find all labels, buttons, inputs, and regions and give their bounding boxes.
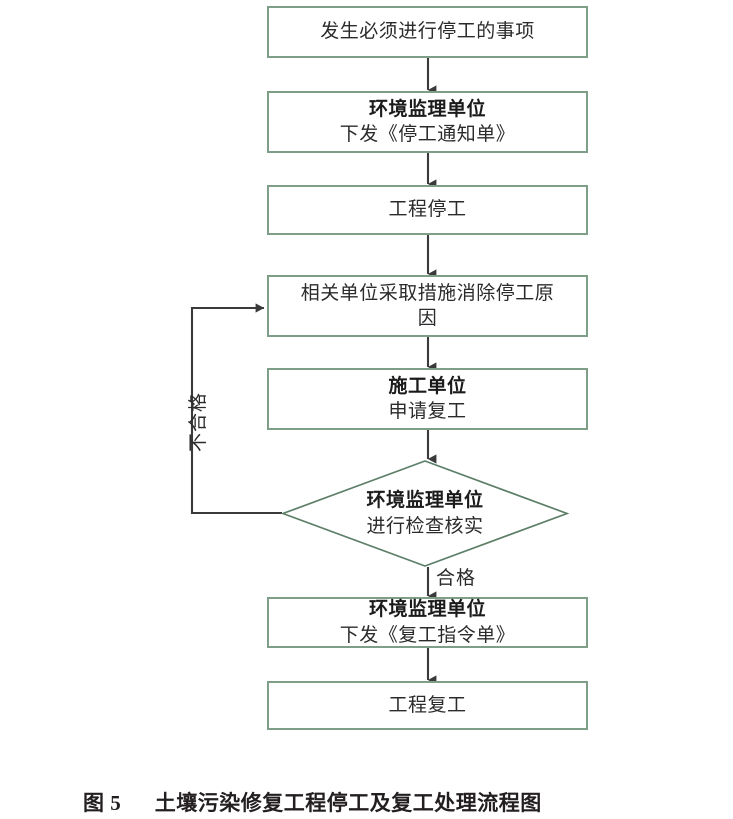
figure-caption: 图 5 土壤污染修复工程停工及复工处理流程图 xyxy=(83,787,542,817)
node-line: 发生必须进行停工的事项 xyxy=(320,21,535,43)
flow-node-incident[interactable]: 发生必须进行停工的事项 xyxy=(267,6,588,58)
edge-label-fail: 不合格 xyxy=(188,391,209,452)
node-line: 进行检查核实 xyxy=(366,515,484,537)
flow-node-issue-stop-notice[interactable]: 环境监理单位 下发《停工通知单》 xyxy=(267,91,588,153)
node-line: 环境监理单位 xyxy=(368,599,486,621)
caption-number: 图 5 xyxy=(83,791,122,815)
node-line: 工程停工 xyxy=(388,199,467,221)
node-line: 下发《停工通知单》 xyxy=(339,124,516,145)
node-line: 环境监理单位 xyxy=(366,490,484,512)
edge-label-pass: 合格 xyxy=(436,568,477,589)
flow-node-apply-resume[interactable]: 施工单位 申请复工 xyxy=(267,368,588,430)
node-line: 申请复工 xyxy=(388,401,467,422)
node-line: 下发《复工指令单》 xyxy=(339,624,516,646)
flow-node-issue-resume-order[interactable]: 环境监理单位 下发《复工指令单》 xyxy=(267,597,588,648)
node-line: 相关单位采取措施消除停工原 xyxy=(300,282,555,304)
node-line: 因 xyxy=(417,308,438,329)
flow-node-remediate-cause[interactable]: 相关单位采取措施消除停工原 因 xyxy=(267,275,588,337)
decision-label: 环境监理单位 进行检查核实 xyxy=(282,460,568,567)
node-line: 施工单位 xyxy=(388,375,467,397)
flow-node-project-resumed[interactable]: 工程复工 xyxy=(267,681,588,730)
caption-title: 土壤污染修复工程停工及复工处理流程图 xyxy=(154,791,542,815)
flow-node-project-stopped[interactable]: 工程停工 xyxy=(267,185,588,235)
flow-node-inspection-decision[interactable]: 环境监理单位 进行检查核实 xyxy=(280,460,570,567)
decision-diamond-shape xyxy=(280,460,570,567)
node-line: 环境监理单位 xyxy=(368,98,486,120)
node-line: 工程复工 xyxy=(388,694,467,716)
